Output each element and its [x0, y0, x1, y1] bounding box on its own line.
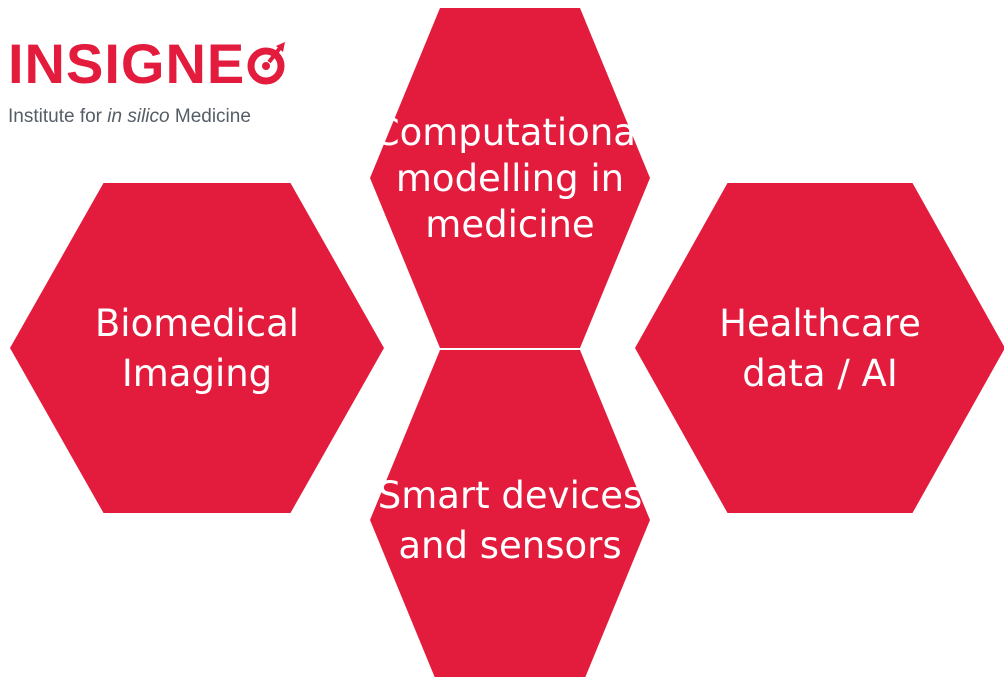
- hexagon-label-line: medicine: [425, 203, 594, 246]
- hexagon-healthcare: Healthcare data / AI: [635, 183, 1004, 513]
- tagline-prefix: Institute for: [8, 106, 108, 127]
- hexagon-shape-biomedical: [10, 183, 384, 513]
- hexagon-label-line: Imaging: [122, 352, 272, 395]
- tagline-suffix: Medicine: [169, 106, 251, 127]
- hexagon-label-line: Smart devices: [378, 474, 643, 517]
- hexagon-label-line: modelling in: [396, 157, 624, 200]
- logo-tagline: Institute for in silico Medicine: [8, 106, 338, 128]
- logo-wordmark-text: INSIGNE: [8, 32, 246, 95]
- hexagon-shape-computational: [370, 8, 650, 348]
- hexagon-smart: Smart devices and sensors: [370, 350, 650, 677]
- hexagon-label-line: Biomedical: [95, 302, 299, 345]
- hexagon-shape-smart: [370, 350, 650, 677]
- hexagon-label-line: and sensors: [398, 524, 621, 567]
- tagline-italic: in silico: [107, 106, 170, 127]
- hexagon-label-line: Healthcare: [719, 302, 921, 345]
- hexagon-label-line: data / AI: [742, 352, 898, 395]
- insigneo-logo: INSIGNE Institute for in silico Medicine: [8, 36, 338, 128]
- hexagon-shape-healthcare: [635, 183, 1004, 513]
- hexagon-label-line: Computational: [374, 111, 646, 154]
- target-o-icon: [247, 42, 287, 86]
- logo-wordmark: INSIGNE: [8, 36, 338, 92]
